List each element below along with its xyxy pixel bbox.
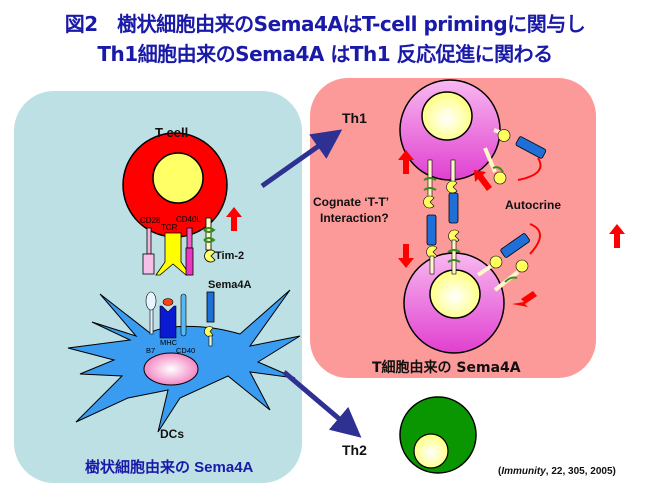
tim2-receptor xyxy=(203,217,216,263)
cd40-molecule xyxy=(180,293,187,337)
tcr-label: TCR xyxy=(161,223,178,232)
arrow-to-th1-icon xyxy=(260,129,343,189)
autocrine-curved-arrow-lower-icon xyxy=(529,223,541,255)
figure-title-line2: Th1細胞由来のSema4A はTh1 反応促進に関わる xyxy=(97,42,553,66)
th2-cell xyxy=(399,396,477,474)
citation-open: ( xyxy=(498,466,502,477)
autocrine-molecules-upper xyxy=(483,128,547,185)
th1-label: Th1 xyxy=(342,110,367,126)
citation-details: , 22, 305, 2005) xyxy=(545,466,616,477)
upregulation-arrow-icon xyxy=(226,207,242,231)
mhc-molecule xyxy=(159,298,177,339)
sema4a-label: Sema4A xyxy=(208,279,251,291)
b7-molecule xyxy=(145,291,157,335)
b7-label: B7 xyxy=(146,346,155,355)
th1-cell-lower xyxy=(403,252,505,354)
th1-cell-upper xyxy=(399,79,501,181)
left-panel xyxy=(14,91,302,483)
citation: (Immunity, 22, 305, 2005) xyxy=(498,466,616,477)
dc-nucleus xyxy=(143,352,199,386)
left-panel-caption: 樹状細胞由来の Sema4A xyxy=(85,458,254,476)
cognate-molecules xyxy=(423,159,461,275)
red-up-arrow-right-icon xyxy=(609,224,625,248)
autocrine-label: Autocrine xyxy=(505,198,562,212)
red-down-arrow-icon xyxy=(398,244,414,268)
figure-title-line1: 図2 樹状細胞由来のSema4AはT-cell primingに関与し xyxy=(64,12,586,36)
mhc-label: MHC xyxy=(160,338,178,347)
cognate-label-line1: Cognate ‘T-T’ xyxy=(313,195,389,209)
t-cell-nucleus xyxy=(152,152,204,204)
red-up-arrow-icon xyxy=(398,150,414,174)
dc-sema4a-molecule xyxy=(204,291,215,347)
t-cell xyxy=(122,132,228,238)
citation-journal: Immunity xyxy=(501,466,546,477)
red-diagonal-arrow-upper-icon xyxy=(474,170,492,191)
th2-label: Th2 xyxy=(342,442,367,458)
cd40-label: CD40 xyxy=(176,346,195,355)
tim2-label: Tim-2 xyxy=(215,250,244,262)
cd28-label: CD28 xyxy=(140,216,161,225)
cd40l-receptor xyxy=(185,227,194,276)
arrow-to-th2-icon xyxy=(282,370,362,438)
autocrine-curved-arrow-upper-icon xyxy=(517,157,542,181)
cd40l-label: CD40L xyxy=(176,215,201,224)
right-panel-caption: T細胞由来の Sema4A xyxy=(372,360,521,376)
dc-label: DCs xyxy=(160,427,184,441)
cognate-label-line2: Interaction? xyxy=(320,211,389,225)
cd28-receptor xyxy=(142,227,155,275)
t-cell-label: T cell xyxy=(155,125,188,140)
autocrine-molecules-lower xyxy=(476,233,530,292)
red-diagonal-arrow-lower-icon xyxy=(512,291,537,307)
tcr-receptor xyxy=(155,232,191,276)
